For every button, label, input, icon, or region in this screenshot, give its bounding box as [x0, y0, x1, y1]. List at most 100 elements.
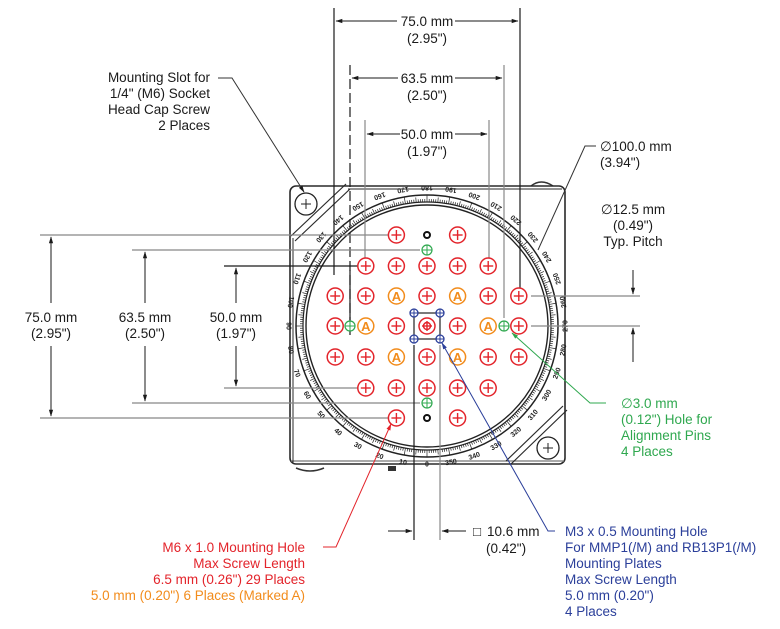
dial-tick — [520, 407, 524, 410]
callout-line: 6.5 mm (0.26") 29 Places — [153, 572, 305, 587]
dial-tick — [514, 413, 519, 418]
leader-m3-hole — [441, 342, 555, 532]
dial-tick — [477, 209, 479, 213]
dial-tick — [338, 414, 342, 418]
dial-tick — [494, 429, 497, 433]
dial-tick — [343, 419, 346, 423]
dial-tick — [450, 201, 452, 205]
dial-tick — [541, 278, 545, 280]
extension-lines — [40, 8, 640, 540]
leader-m6-hole — [323, 423, 392, 548]
dial-tick — [501, 224, 504, 228]
dial-tick — [321, 254, 325, 257]
hole-pin_black — [423, 231, 431, 239]
dial-tick — [542, 280, 546, 282]
hole-m6 — [418, 379, 436, 397]
dial-label: 210 — [490, 200, 504, 212]
dim-pitch-note: Typ. Pitch — [603, 234, 662, 249]
dial-tick — [448, 448, 451, 456]
dial-tick — [549, 347, 557, 350]
dial-label: 180 — [421, 184, 433, 191]
plate-outline — [289, 185, 566, 465]
dial-tick — [379, 440, 381, 444]
dimension-arrows — [48, 18, 636, 534]
hole-m6 — [479, 257, 497, 275]
dial-label: 120 — [301, 250, 313, 264]
dial-tick — [302, 301, 306, 303]
hole-m6 — [448, 317, 467, 335]
dial-tick — [452, 447, 454, 451]
callout-m6-hole: M6 x 1.0 Mounting Hole Max Screw Length … — [91, 540, 305, 603]
dial-tick — [317, 389, 321, 392]
dial-tick — [395, 202, 398, 206]
dial-label: 0 — [425, 462, 429, 469]
dim-square-10-6-in: (0.42") — [486, 541, 526, 556]
dial-tick — [540, 274, 544, 276]
dial-tick — [319, 258, 323, 261]
hole-A: A — [357, 317, 375, 335]
dim-left-75: 75.0 mm (2.95") — [25, 310, 78, 341]
dial-tick — [469, 442, 473, 450]
hole-align — [498, 320, 510, 332]
dial-tick — [544, 284, 548, 286]
hole-m6 — [418, 287, 436, 305]
dial-tick — [537, 381, 541, 384]
dial-tick — [377, 208, 379, 212]
dial-tick — [387, 205, 390, 209]
hole-m6 — [357, 379, 375, 397]
dial-tick — [395, 446, 398, 450]
hole-m6 — [387, 317, 406, 335]
dim-left-63: 63.5 mm (2.50") — [119, 310, 172, 341]
dial-tick — [456, 202, 459, 206]
dim-square-10-6: □ 10.6 mm (0.42") — [473, 524, 540, 556]
dial-tick — [494, 219, 497, 223]
dial-label: 300 — [541, 389, 553, 403]
hole-m6 — [510, 317, 528, 335]
callout-mounting-slot: Mounting Slot for 1/4" (M6) Socket Head … — [108, 70, 211, 133]
dial-tick — [456, 446, 459, 450]
dial-tick — [313, 268, 317, 271]
dial-tick — [528, 396, 533, 401]
dial-tick — [381, 207, 383, 211]
dial-tick — [523, 403, 526, 407]
dial-tick — [385, 443, 387, 447]
dial-label: 250 — [552, 272, 563, 285]
dial-tick — [515, 237, 519, 241]
hole-m6 — [448, 379, 467, 397]
dial-tick — [467, 443, 469, 447]
callout-line: Mounting Plates — [565, 556, 662, 571]
dial-tick — [545, 361, 549, 364]
rotation-dial: 0102030405060708090100110120130140150160… — [285, 184, 570, 469]
dial-tick — [524, 247, 528, 250]
dial-tick — [302, 299, 306, 301]
dial-tick — [499, 223, 502, 226]
hole-m6 — [448, 257, 467, 275]
callout-line: For MMP1(/M) and RB13P1(/M) — [565, 540, 756, 555]
dial-tick — [479, 208, 482, 214]
dial-label: 320 — [510, 426, 524, 439]
dial-tick — [521, 405, 528, 411]
dial-tick — [352, 426, 355, 429]
hole-m6 — [418, 257, 436, 275]
dial-tick — [548, 299, 552, 301]
dial-tick — [533, 260, 537, 263]
dial-tick — [324, 251, 327, 254]
dial-tick — [462, 204, 465, 208]
dial-tick — [342, 420, 348, 427]
dial-tick — [341, 231, 345, 235]
dial-tick — [328, 245, 331, 249]
dial-tick — [538, 270, 542, 272]
dial-tick — [481, 437, 483, 441]
dial-label: 80 — [286, 346, 294, 355]
dial-tick — [381, 442, 385, 450]
dial-tick — [306, 363, 310, 366]
dial-tick — [501, 424, 504, 428]
callout-m3-hole: M3 x 0.5 Mounting Hole For MMP1(/M) and … — [565, 524, 756, 619]
dial-label: 190 — [445, 185, 458, 194]
hole-m6 — [479, 287, 497, 305]
dial-tick — [539, 271, 545, 274]
dial-tick — [547, 297, 551, 299]
dial-tick — [537, 268, 541, 271]
hole-m6 — [387, 409, 406, 427]
hole-m6 — [448, 226, 467, 244]
